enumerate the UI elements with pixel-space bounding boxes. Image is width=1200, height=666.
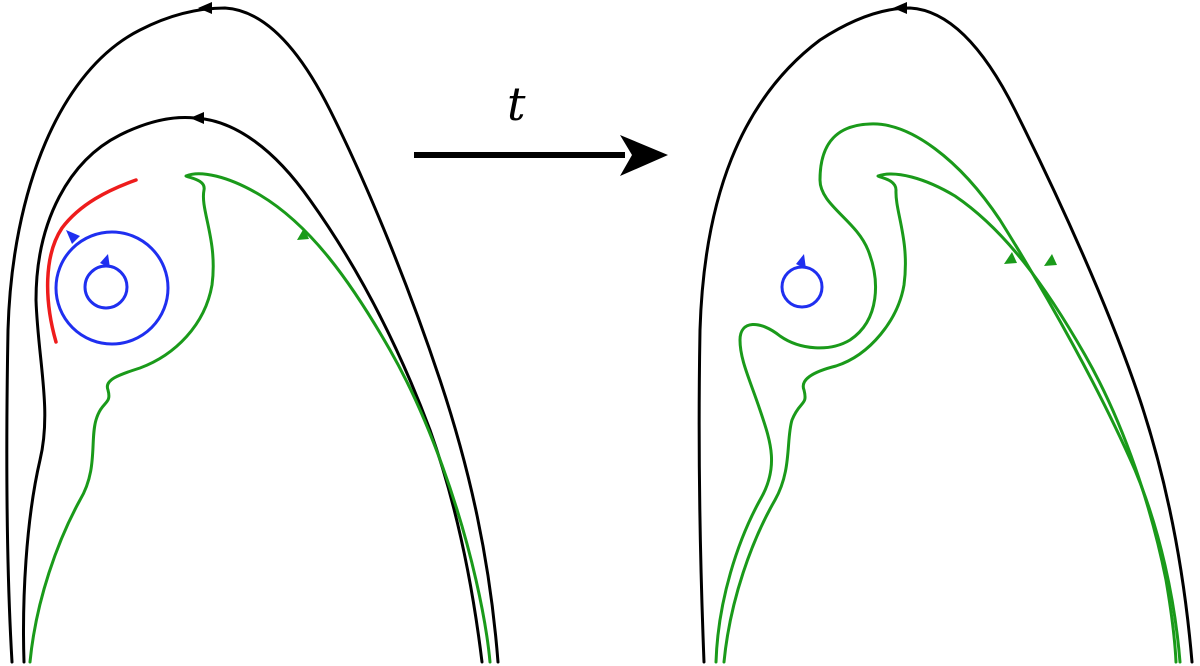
blue-outer-loop xyxy=(54,230,170,346)
blue-inner-loop xyxy=(83,264,129,310)
green-field-line xyxy=(28,172,492,664)
after-outer-black-arrow xyxy=(893,2,907,14)
blue-inner-arrow xyxy=(100,254,110,268)
time-arrow-head xyxy=(620,135,668,176)
inner-black-arrow xyxy=(190,112,204,124)
after-green-field-line-outer xyxy=(714,122,1182,664)
after-blue-arrow xyxy=(796,254,806,269)
after-green-arrow-inner xyxy=(1004,252,1017,264)
outer-black-arrow xyxy=(198,2,212,14)
time-label: t xyxy=(507,77,526,131)
time-evolution-arrow: t xyxy=(414,77,668,176)
after-outer-black-field-line xyxy=(697,6,1194,664)
blue-outer-arrow xyxy=(66,230,80,244)
after-green-arrow-outer xyxy=(1044,254,1057,266)
after-panel xyxy=(697,2,1194,664)
red-arc xyxy=(45,178,138,344)
green-arrow xyxy=(297,228,309,240)
after-green-field-line-inner xyxy=(722,172,1178,664)
outer-black-field-line xyxy=(5,6,500,664)
after-blue-loop xyxy=(780,265,824,309)
before-panel xyxy=(5,2,500,664)
